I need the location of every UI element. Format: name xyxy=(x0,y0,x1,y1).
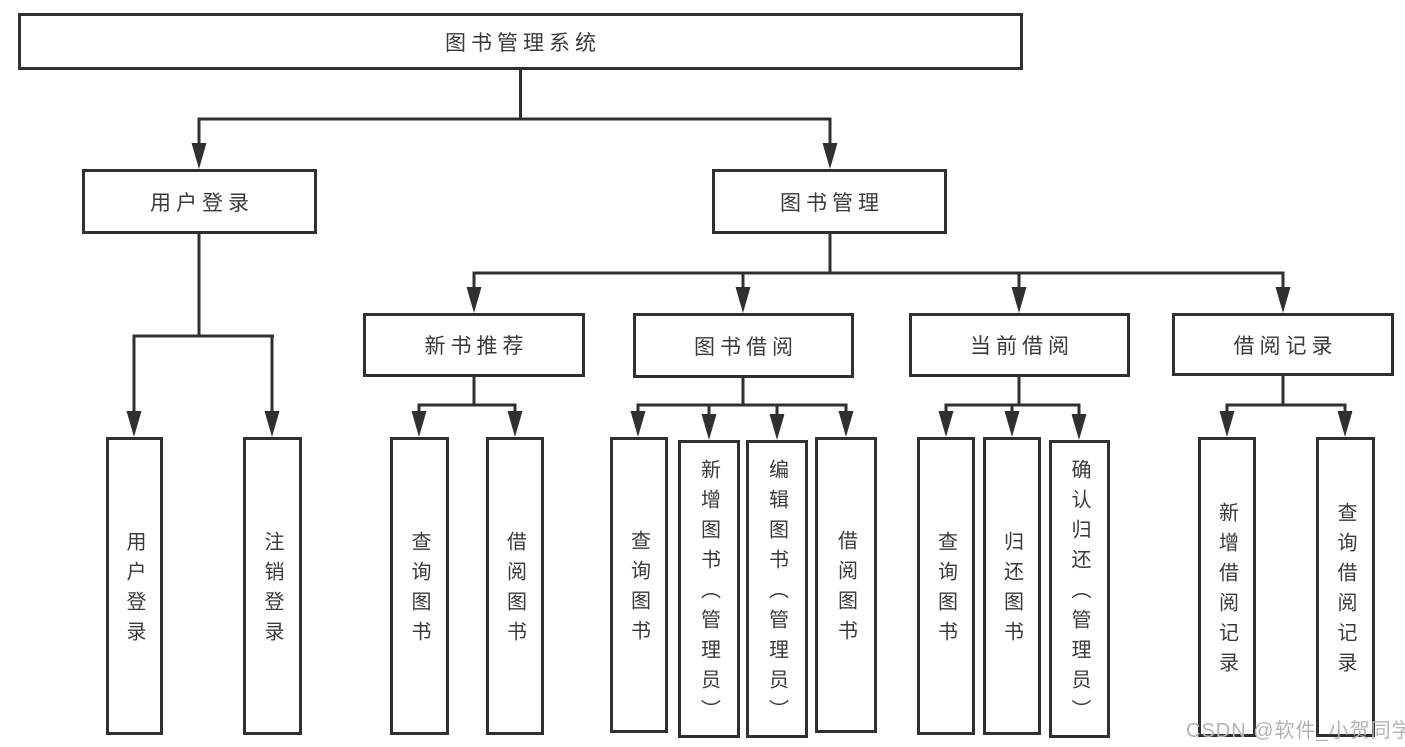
leaf-current-confirm: 确认归还（管理员） xyxy=(1049,440,1110,738)
connector-book-mgmt-to-level3 xyxy=(466,233,1291,313)
leaf-new-books-query: 查询图书 xyxy=(390,437,449,735)
node-new-books: 新书推荐 xyxy=(363,313,585,377)
node-current-borrow: 当前借阅 xyxy=(909,313,1130,377)
leaf-borrow-edit: 编辑图书（管理员） xyxy=(746,440,808,738)
leaf-records-query: 查询借阅记录 xyxy=(1316,437,1375,737)
leaf-records-add: 新增借阅记录 xyxy=(1198,437,1256,737)
leaf-borrow-borrow: 借阅图书 xyxy=(815,437,877,733)
connector-book-borrow-to-leaves xyxy=(630,377,854,440)
leaf-logout: 注销登录 xyxy=(243,437,302,735)
node-book-borrow: 图书借阅 xyxy=(633,313,854,378)
leaf-borrow-query: 查询图书 xyxy=(610,437,668,733)
connector-user-login-to-leaves xyxy=(126,233,280,437)
node-borrow-records: 借阅记录 xyxy=(1172,313,1394,376)
connector-current-borrow-to-leaves xyxy=(938,377,1087,440)
watermark: CSDN @软件_小贺同学 xyxy=(1186,720,1405,742)
leaf-current-return: 归还图书 xyxy=(983,437,1041,735)
leaf-current-query: 查询图书 xyxy=(917,437,975,735)
node-book-mgmt: 图书管理 xyxy=(712,169,947,234)
leaf-user-login: 用户登录 xyxy=(106,437,163,735)
node-root: 图书管理系统 xyxy=(18,13,1023,70)
connector-root-to-level2 xyxy=(191,69,838,169)
leaf-borrow-add: 新增图书（管理员） xyxy=(678,440,740,738)
leaf-new-books-borrow: 借阅图书 xyxy=(486,437,544,735)
connector-borrow-records-to-leaves xyxy=(1219,376,1353,437)
node-user-login: 用户登录 xyxy=(82,169,317,234)
connector-new-books-to-leaves xyxy=(411,376,523,437)
